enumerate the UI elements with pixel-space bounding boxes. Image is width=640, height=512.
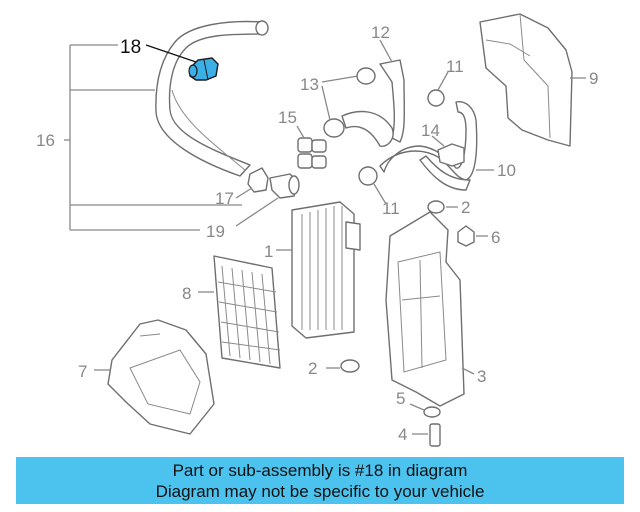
part-11-upper: 11: [427, 57, 464, 107]
callout-18: 18: [120, 37, 141, 58]
callout-14: 14: [421, 121, 440, 140]
banner-line-2: Diagram may not be specific to your vehi…: [155, 482, 485, 501]
banner-line-1: Part or sub-assembly is #18 in diagram: [172, 461, 468, 480]
part-2-upper: 2: [427, 198, 470, 217]
info-banner: Part or sub-assembly is #18 in diagram D…: [16, 457, 624, 504]
part-19: 19: [206, 173, 300, 241]
callout-7: 7: [78, 362, 87, 381]
part-15: 15: [278, 108, 327, 169]
part-11-lower: 11: [358, 166, 400, 218]
callout-2-lower: 2: [308, 359, 317, 378]
callout-1: 1: [264, 242, 273, 261]
callout-11-lower: 11: [382, 199, 400, 218]
part-14: 14: [421, 121, 465, 167]
callout-13: 13: [300, 75, 319, 94]
callout-4: 4: [398, 425, 407, 444]
part-17: 17: [215, 167, 269, 208]
upper-hose: [155, 20, 269, 177]
part-4: 4: [398, 423, 441, 447]
callout-17: 17: [215, 189, 234, 208]
callout-12: 12: [371, 23, 390, 42]
callout-3: 3: [477, 367, 486, 386]
callout-11-upper: 11: [446, 57, 464, 76]
callout-2-upper: 2: [461, 198, 470, 217]
grille-8: 8: [182, 255, 281, 369]
callout-15: 15: [278, 108, 297, 127]
callout-16: 16: [36, 131, 55, 150]
bracket-3: 3: [385, 211, 486, 407]
parts-diagram: 16 18 17 19 15 13: [36, 13, 598, 447]
part-2-lower: 2: [308, 359, 360, 378]
part-18-highlighted: 18: [120, 37, 219, 81]
callout-6: 6: [491, 228, 500, 247]
bracket-16: 16: [36, 44, 242, 231]
callout-8: 8: [182, 284, 191, 303]
callout-10: 10: [497, 161, 516, 180]
hose-10: 10: [379, 101, 516, 191]
part-6: 6: [457, 225, 500, 247]
callout-5: 5: [396, 389, 405, 408]
part-5: 5: [396, 389, 441, 418]
part-13: 13: [300, 67, 376, 138]
radiator-1: 1: [264, 201, 361, 339]
callout-19: 19: [206, 222, 225, 241]
shroud-7: 7: [78, 319, 215, 435]
hose-12: 12: [341, 23, 406, 147]
air-duct-9: 9: [479, 13, 598, 147]
callout-9: 9: [589, 69, 598, 88]
